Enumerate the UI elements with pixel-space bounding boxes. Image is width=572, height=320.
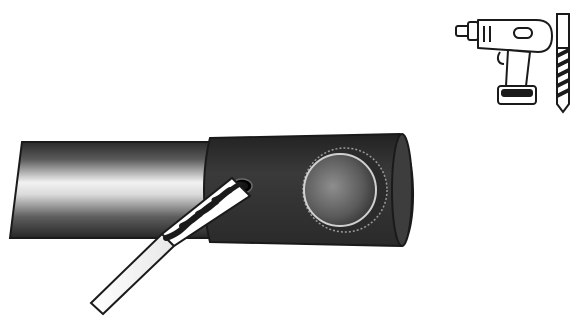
drill-bit (89, 176, 252, 316)
end-cap-fitting (203, 132, 414, 248)
knurled-ring (302, 147, 388, 233)
cordless-drill-icon (455, 19, 553, 105)
drill-bit-icon (556, 13, 570, 114)
